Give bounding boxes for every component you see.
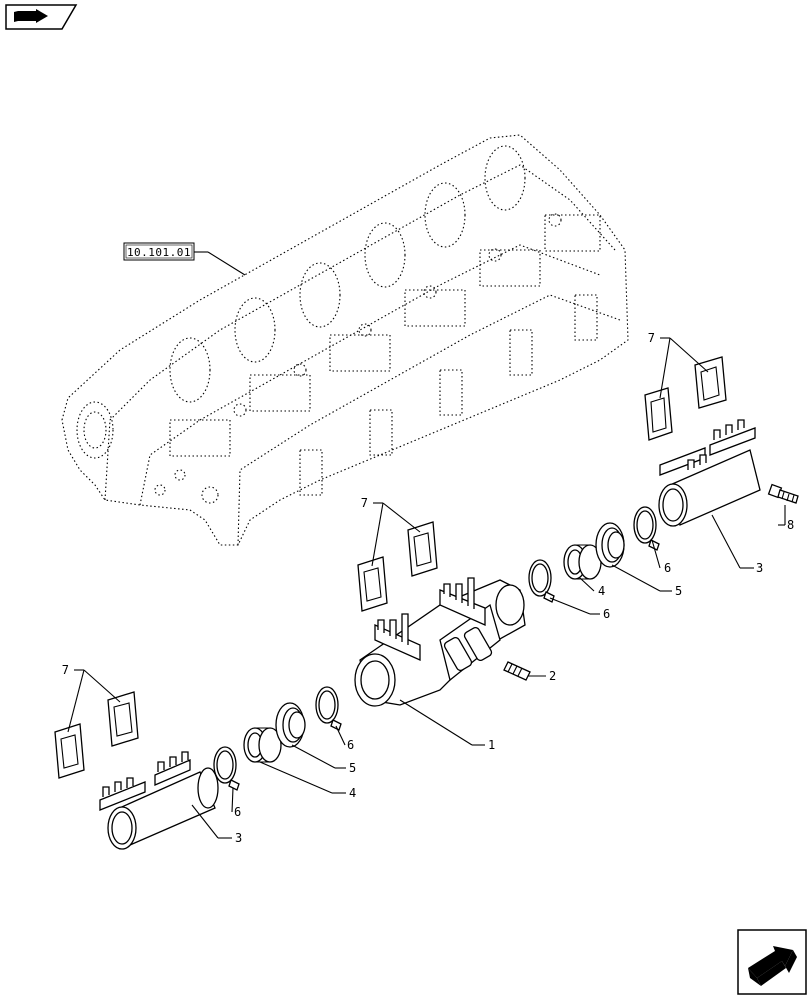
next-page-arrow-icon[interactable] <box>737 929 807 995</box>
exhaust-pipe-right <box>658 419 761 527</box>
gasket-right-a <box>644 387 673 441</box>
callout-5-right: 5 <box>675 584 682 598</box>
bellows-left <box>275 702 306 748</box>
seal-ring-left <box>243 727 282 763</box>
callout-7-center: 7 <box>361 496 368 510</box>
cylinder-head-phantom <box>61 134 629 546</box>
gasket-center-a <box>357 556 388 612</box>
clamp-left-1 <box>213 746 240 791</box>
clamp-left-2 <box>315 686 342 731</box>
bellows-right <box>595 522 625 568</box>
clamp-right-1 <box>528 559 555 603</box>
reference-label: 10.101.01 <box>127 246 191 259</box>
callout-4-left: 4 <box>349 786 356 800</box>
callout-6-right-2: 6 <box>664 561 671 575</box>
bolt <box>767 483 799 504</box>
callout-6-left-2: 6 <box>347 738 354 752</box>
callout-labels: 7 7 7 8 3 6 5 4 6 2 1 6 5 4 6 3 <box>62 331 794 845</box>
leader-lines <box>67 337 786 839</box>
exhaust-pipe-left <box>99 751 219 850</box>
callout-1: 1 <box>488 738 495 752</box>
callout-3-right: 3 <box>756 561 763 575</box>
gasket-left-b <box>107 691 139 747</box>
gasket-center-b <box>407 521 438 577</box>
callout-3-left: 3 <box>235 831 242 845</box>
book-arrow-icon[interactable] <box>5 4 78 30</box>
callout-8: 8 <box>787 518 794 532</box>
exhaust-manifold-center <box>354 577 526 707</box>
callout-7-left: 7 <box>62 663 69 677</box>
clamp-right-2 <box>633 506 660 551</box>
gasket-left-a <box>54 723 85 779</box>
callout-6-left-1: 6 <box>234 805 241 819</box>
callout-4-right: 4 <box>598 584 605 598</box>
reference-box[interactable]: 10.101.01 <box>123 242 246 276</box>
callout-5-left: 5 <box>349 761 356 775</box>
gasket-right-b <box>694 356 727 409</box>
callout-6-right-1: 6 <box>603 607 610 621</box>
callout-7-right: 7 <box>648 331 655 345</box>
stud <box>503 661 531 681</box>
seal-ring-right <box>563 544 602 580</box>
callout-2: 2 <box>549 669 556 683</box>
